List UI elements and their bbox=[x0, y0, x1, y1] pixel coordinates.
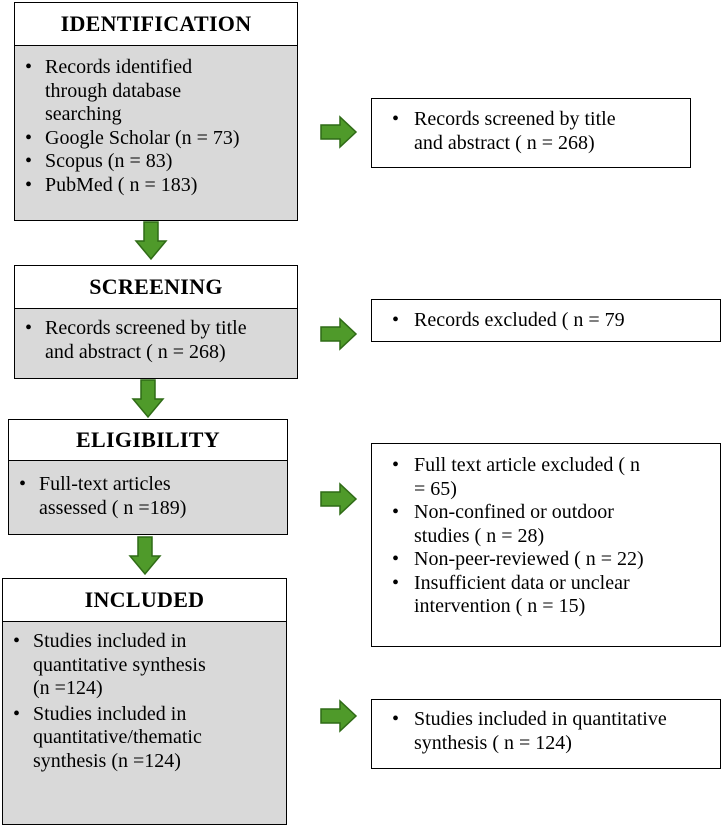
screening-title: SCREENING bbox=[89, 274, 223, 299]
side-box-item: Records excluded ( n = 79 bbox=[372, 309, 720, 333]
side-box-screened: Records screened by title and abstract (… bbox=[371, 98, 691, 168]
side-box-fulltext-excluded: Full text article excluded ( n = 65) Non… bbox=[371, 443, 721, 647]
side-box-included: Studies included in quantitative synthes… bbox=[371, 699, 721, 769]
right-arrow-shape bbox=[320, 317, 358, 351]
identification-item: PubMed ( n = 183) bbox=[15, 174, 297, 198]
side-box-excluded: Records excluded ( n = 79 bbox=[371, 299, 721, 342]
screening-box: Records screened by title and abstract (… bbox=[14, 308, 298, 379]
side-box-item: Studies included in quantitative synthes… bbox=[372, 708, 714, 755]
right-arrow-shape bbox=[320, 699, 358, 733]
right-arrow-icon bbox=[320, 482, 358, 516]
right-arrow-icon bbox=[320, 317, 358, 351]
right-arrow-shape bbox=[320, 482, 358, 516]
right-arrow-icon bbox=[320, 115, 358, 149]
down-arrow-shape bbox=[131, 379, 165, 419]
side-box-item: Full text article excluded ( n = 65) bbox=[372, 454, 644, 501]
down-arrow-icon bbox=[131, 379, 165, 419]
right-arrow-icon bbox=[320, 699, 358, 733]
screening-item: Records screened by title and abstract (… bbox=[15, 317, 270, 364]
eligibility-box: Full-text articles assessed ( n =189) bbox=[8, 460, 288, 535]
identification-item: Scopus (n = 83) bbox=[15, 150, 297, 174]
eligibility-item: Full-text articles assessed ( n =189) bbox=[9, 473, 219, 520]
eligibility-title: ELIGIBILITY bbox=[76, 427, 220, 452]
included-header: INCLUDED bbox=[2, 578, 287, 622]
identification-item: Google Scholar (n = 73) bbox=[15, 127, 297, 151]
identification-title: IDENTIFICATION bbox=[60, 11, 252, 36]
down-arrow-icon bbox=[134, 221, 168, 261]
side-box-item: Non-confined or outdoor studies ( n = 28… bbox=[372, 501, 654, 548]
identification-box: Records identified through database sear… bbox=[14, 45, 298, 221]
side-box-item: Non-peer-reviewed ( n = 22) bbox=[372, 548, 720, 572]
side-box-item: Records screened by title and abstract (… bbox=[372, 108, 649, 155]
identification-item: Records identified through database sear… bbox=[15, 56, 245, 127]
included-item: Studies included in quantitative synthes… bbox=[3, 630, 213, 701]
included-box: Studies included in quantitative synthes… bbox=[2, 621, 287, 825]
side-box-item: Insufficient data or unclear interventio… bbox=[372, 572, 664, 619]
right-arrow-shape bbox=[320, 115, 358, 149]
identification-header: IDENTIFICATION bbox=[14, 2, 298, 46]
included-item: Studies included in quantitative/themati… bbox=[3, 703, 213, 774]
included-title: INCLUDED bbox=[84, 587, 205, 612]
down-arrow-shape bbox=[128, 536, 162, 576]
down-arrow-icon bbox=[128, 536, 162, 576]
eligibility-header: ELIGIBILITY bbox=[8, 419, 288, 461]
screening-header: SCREENING bbox=[14, 265, 298, 309]
down-arrow-shape bbox=[134, 221, 168, 261]
